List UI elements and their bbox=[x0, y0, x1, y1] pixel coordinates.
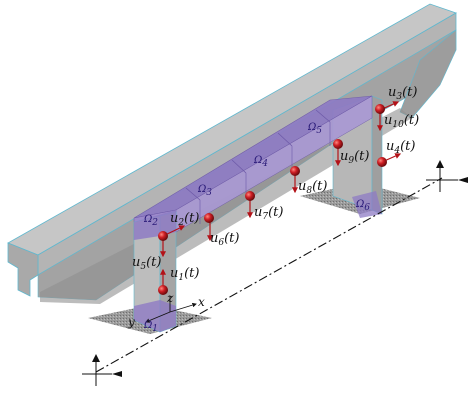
region-label-omega-1: Ω1 bbox=[143, 320, 158, 334]
region-label-omega-6: Ω6 bbox=[355, 199, 370, 213]
right-column-region bbox=[352, 191, 382, 218]
dof-label-u8: u8(t) bbox=[298, 179, 327, 196]
dof-label-u5: u5(t) bbox=[132, 255, 161, 272]
region-label-omega-5: Ω5 bbox=[307, 122, 322, 136]
node-sphere bbox=[377, 157, 387, 167]
segment-divider bbox=[185, 187, 201, 201]
segment-divider bbox=[277, 132, 293, 147]
axis-label-y: y bbox=[127, 315, 135, 329]
deck-end-face bbox=[7, 242, 39, 297]
left-column-base-region bbox=[134, 300, 176, 332]
node-sphere bbox=[158, 285, 168, 295]
dof-label-u7: u7(t) bbox=[254, 205, 283, 222]
section-marker-left bbox=[82, 354, 122, 386]
deck-underside-shadow bbox=[40, 108, 412, 304]
dof-label-u6: u6(t) bbox=[210, 231, 239, 248]
dof-label-u4: u4(t) bbox=[386, 139, 415, 156]
node-sphere bbox=[245, 191, 255, 201]
region-label-omega-3: Ω3 bbox=[197, 184, 212, 198]
axis-label-x: x bbox=[198, 295, 205, 309]
axis-centerline bbox=[95, 177, 443, 373]
dof-label-u1: u1(t) bbox=[170, 266, 199, 283]
local-axes bbox=[145, 296, 197, 323]
region-label-omega-4: Ω4 bbox=[253, 155, 268, 169]
dof-label-u3: u3(t) bbox=[388, 85, 417, 102]
node-sphere bbox=[158, 231, 168, 241]
dof-label-u9: u9(t) bbox=[340, 149, 369, 166]
node-sphere bbox=[333, 139, 343, 149]
node-sphere bbox=[290, 166, 300, 176]
segment-divider bbox=[315, 109, 331, 123]
dof-label-u2: u2(t) bbox=[170, 211, 199, 228]
axis-label-z: z bbox=[166, 291, 174, 305]
node-sphere bbox=[204, 213, 214, 223]
section-marker-right bbox=[426, 160, 468, 192]
region-label-omega-2: Ω2 bbox=[143, 214, 158, 228]
node-sphere bbox=[375, 104, 385, 114]
dof-label-u10: u10(t) bbox=[384, 113, 419, 130]
segment-divider bbox=[231, 159, 247, 174]
